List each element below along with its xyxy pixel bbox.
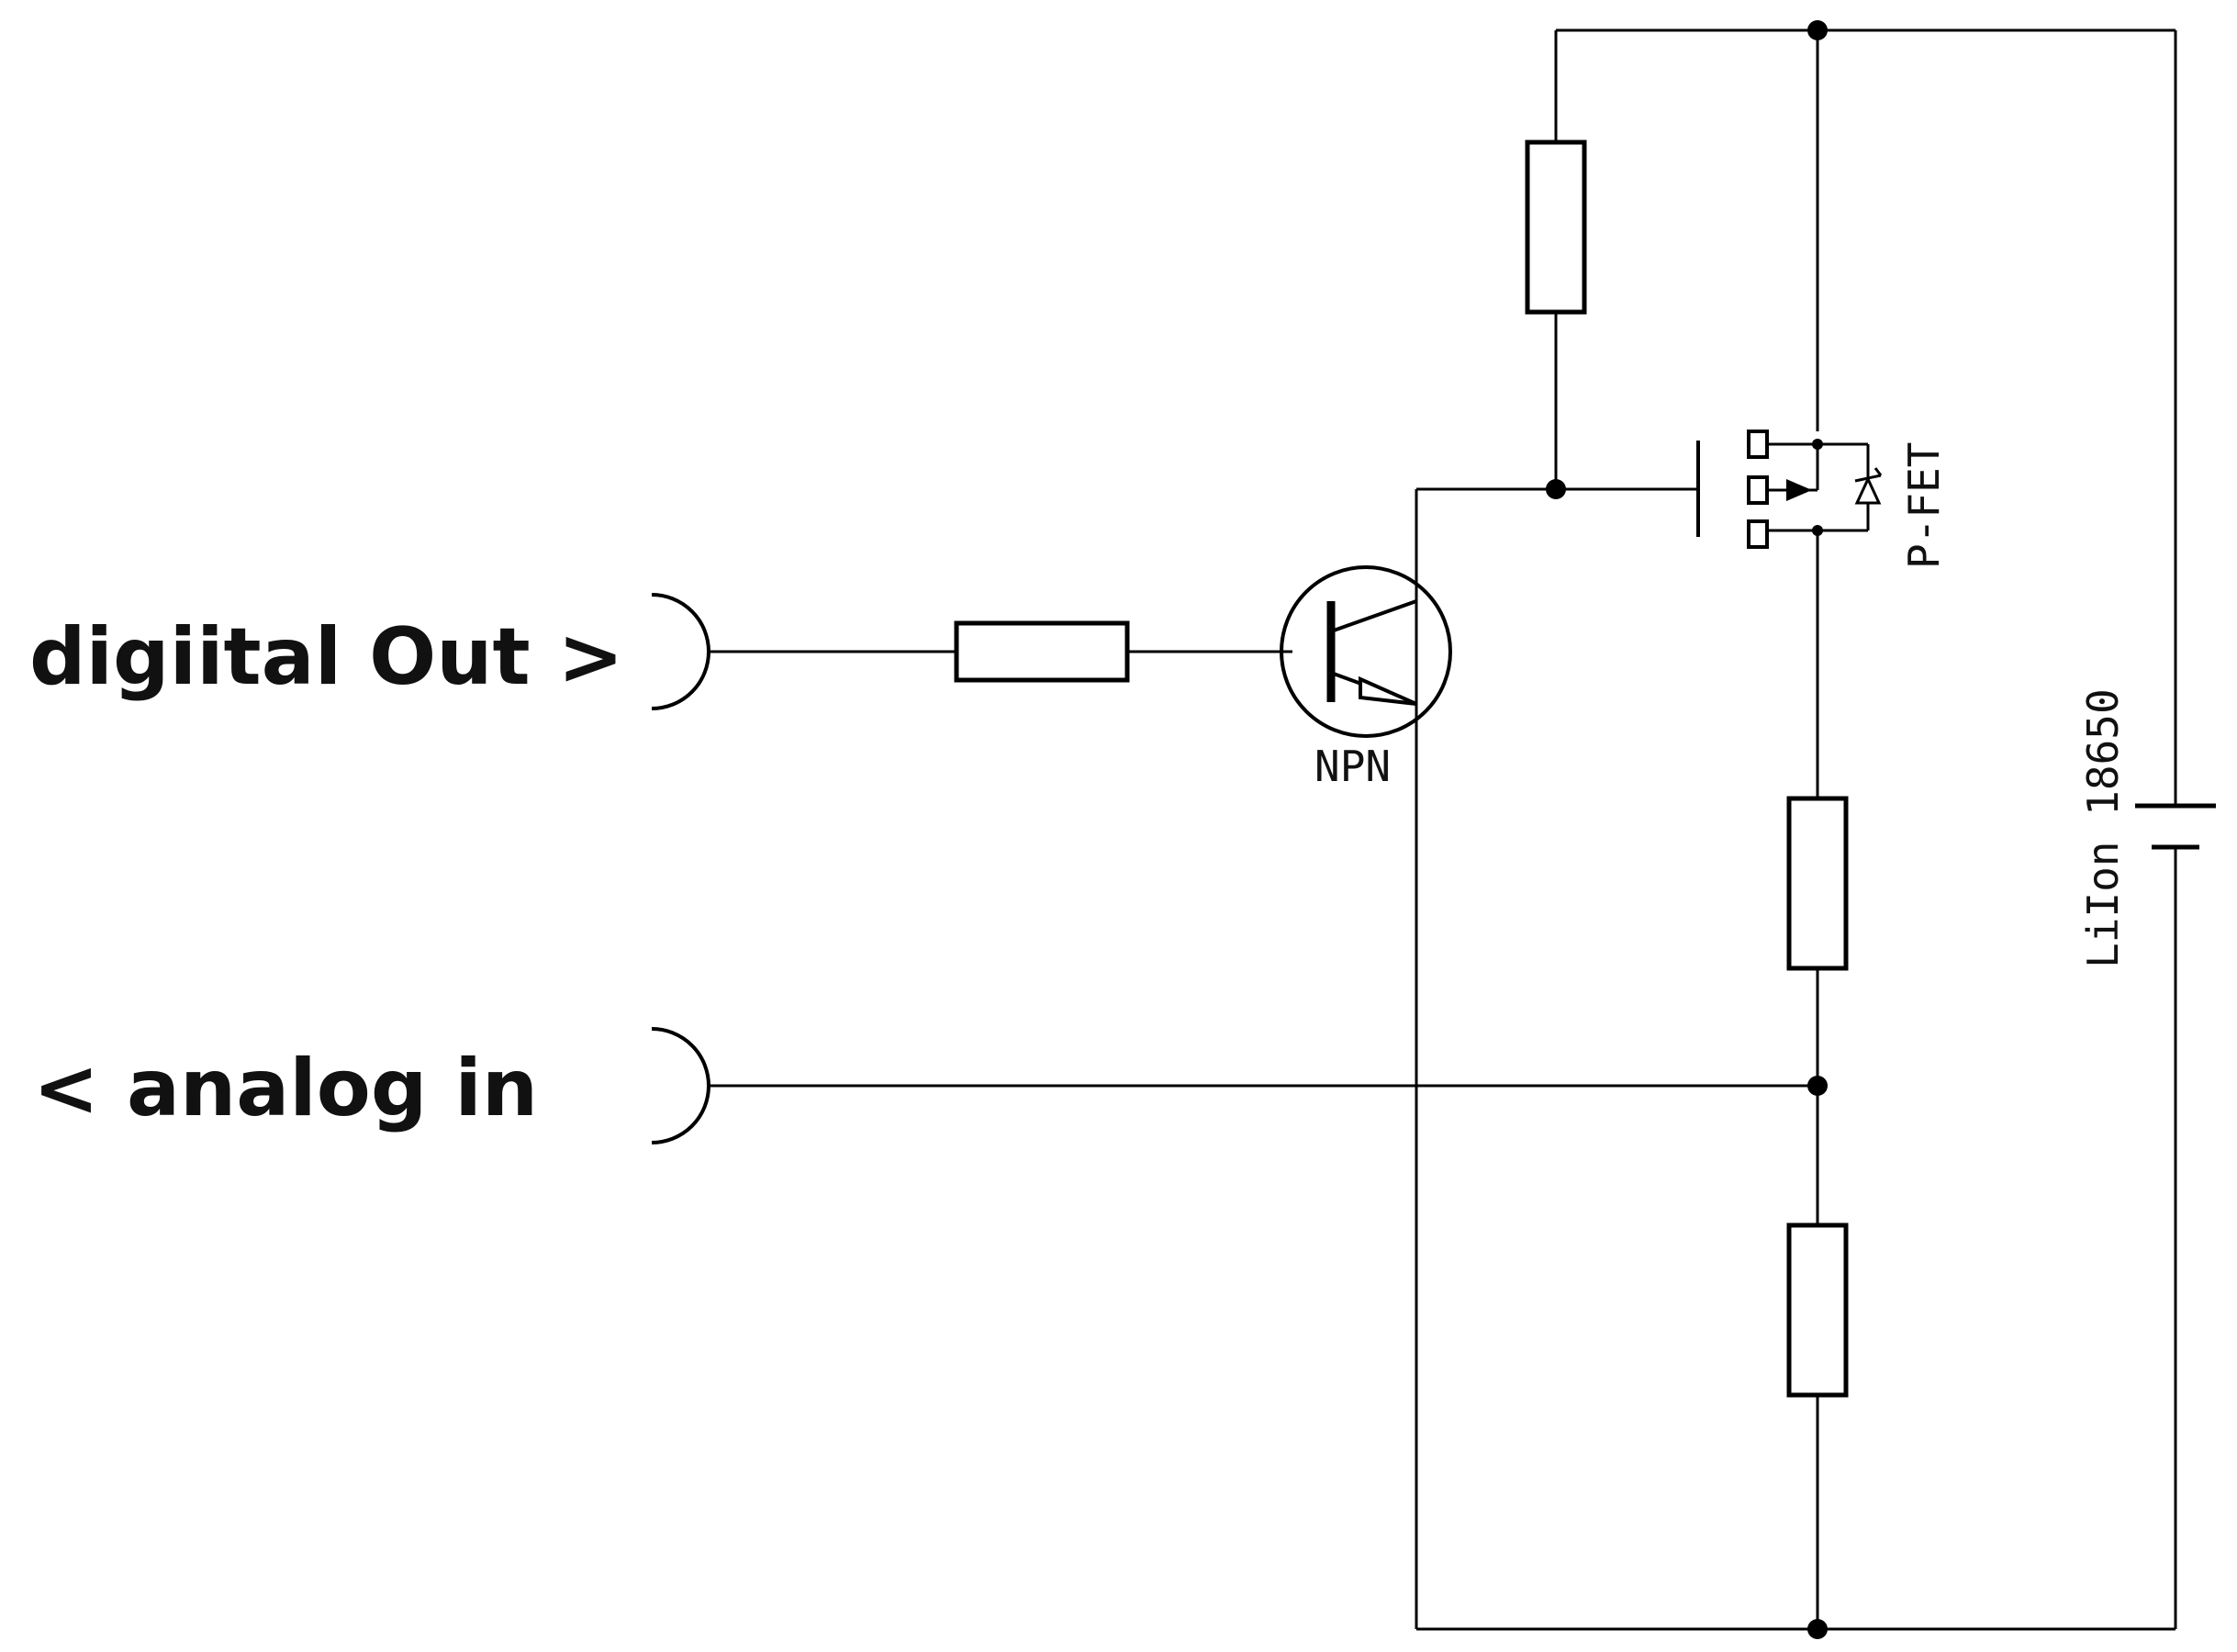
pfet-channel-seg-2 — [1747, 475, 1769, 505]
junction-bottom — [1807, 1619, 1828, 1639]
junction-top — [1807, 20, 1828, 40]
pfet-channel-seg-1 — [1747, 430, 1769, 459]
wires — [710, 28, 2177, 1631]
p-fet-transistor — [1696, 430, 1883, 549]
pfet-source-node — [1812, 439, 1823, 450]
pfet-channel-seg-3 — [1747, 519, 1769, 549]
pfet-diode-zener-bar — [1854, 467, 1883, 483]
resistor-divider-top — [1786, 796, 1849, 971]
junction-gate — [1546, 479, 1566, 499]
pfet-body-arrow — [1786, 479, 1812, 501]
label-analog-in: < analog in — [33, 1043, 538, 1134]
battery-cell — [2135, 803, 2216, 850]
npn-transistor — [1280, 565, 1452, 738]
label-npn: NPN — [1314, 742, 1391, 791]
label-battery: LiIon 18650 — [2078, 688, 2128, 968]
resistor-base — [954, 620, 1130, 683]
junction-analog — [1807, 1076, 1828, 1096]
npn-emitter-arrow — [1359, 675, 1417, 706]
label-digital-out: digiital Out > — [29, 611, 624, 703]
label-pfet: P-FET — [1899, 442, 1949, 569]
npn-body-circle — [1280, 565, 1452, 738]
pfet-body-diode — [1854, 475, 1882, 505]
connector-digital-out — [651, 593, 710, 710]
junctions — [1546, 20, 1828, 1639]
connector-analog-in — [651, 1027, 710, 1144]
resistor-divider-bottom — [1786, 1222, 1849, 1398]
pfet-drain-node — [1812, 525, 1823, 536]
resistor-pullup — [1525, 140, 1587, 315]
npn-collector-line — [1330, 599, 1417, 633]
